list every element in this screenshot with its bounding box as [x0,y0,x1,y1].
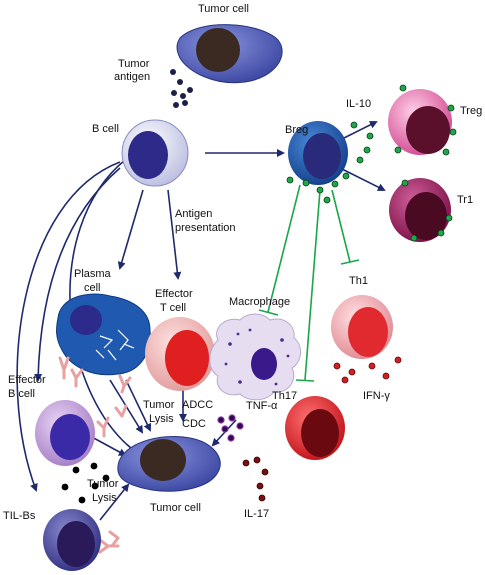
arrow-tilb-to-tumor [99,483,130,521]
adcc-label: ADCC [182,399,213,411]
b-cell-label: B cell [92,123,119,135]
tr1-label: Tr1 [457,194,473,206]
antigen-presentation-label-1: Antigen [175,208,212,220]
ifn-gamma-dots [333,356,402,384]
tumor-lysis-a-label-1: Tumor [143,399,175,411]
tumor-lysis-a-label-2: Lysis [149,413,174,425]
til-bs-label: TIL-Bs [3,510,36,522]
macrophage-label: Macrophage [229,296,290,308]
plasma-cell-label-1: Plasma [74,268,112,280]
ifn-gamma-label: IFN-γ [363,390,390,402]
tumor-cell-icon [176,24,283,84]
th17-icon [285,396,345,460]
breg-label: Breg [285,124,308,136]
tr1-dots [401,179,453,242]
th1-icon [331,295,393,359]
arrow-bcell-to-plasma [117,189,144,270]
arrow-breg-to-tr1 [339,167,386,191]
arrow-bcell-to-tilb [16,161,121,492]
il17-dots [242,456,269,502]
il10-dots [286,121,374,204]
til-b-icon [43,509,101,571]
effector-b-cell-icon [35,400,95,466]
b-cell-icon [121,119,189,187]
cdc-label: CDC [182,418,206,430]
tumor-antigen-label-1: Tumor [118,58,150,70]
inhibition-lines [258,184,360,382]
arrow-bcell-to-effector-t [167,189,182,280]
macrophage-icon [209,313,301,401]
tumor-cell-bottom-icon [117,435,221,492]
tumor-cell-bottom-label: Tumor cell [150,502,201,514]
treg-label: Treg [460,105,482,117]
plasma-cell-label-2: cell [84,282,101,294]
effector-t-label-2: T cell [160,302,186,314]
arrow-effector-b-to-tumor [89,435,127,456]
treg-dots [394,84,457,156]
arrow-plasma-to-tumor-2 [125,379,152,432]
tumor-antigen-label-2: antigen [114,71,150,83]
tumor-lysis-b-label-1: Tumor [87,478,119,490]
tnf-alpha-label: TNF-α [246,400,278,412]
plasma-cell-icon [56,293,151,376]
effector-b-label-1: Effector [8,374,46,386]
treg-icon [388,89,452,155]
arrow-breg-to-treg [339,121,378,141]
effector-t-cell-icon [145,317,215,391]
breg-icon [288,121,348,185]
tnf-alpha-dots [217,414,244,442]
th1-label: Th1 [349,275,368,287]
il17-label: IL-17 [244,508,269,520]
lysis-dots [61,462,110,504]
effector-t-label-1: Effector [155,288,193,300]
tumor-antigen-dots [170,69,193,108]
tumor-cell-top-label: Tumor cell [198,3,249,15]
antigen-presentation-label-2: presentation [175,222,236,234]
effector-b-label-2: B cell [8,388,35,400]
tumor-lysis-b-label-2: Lysis [92,492,117,504]
th17-label: Th17 [272,390,297,402]
antibody-icon [58,356,132,554]
tr1-icon [389,178,451,242]
il10-label: IL-10 [346,98,371,110]
